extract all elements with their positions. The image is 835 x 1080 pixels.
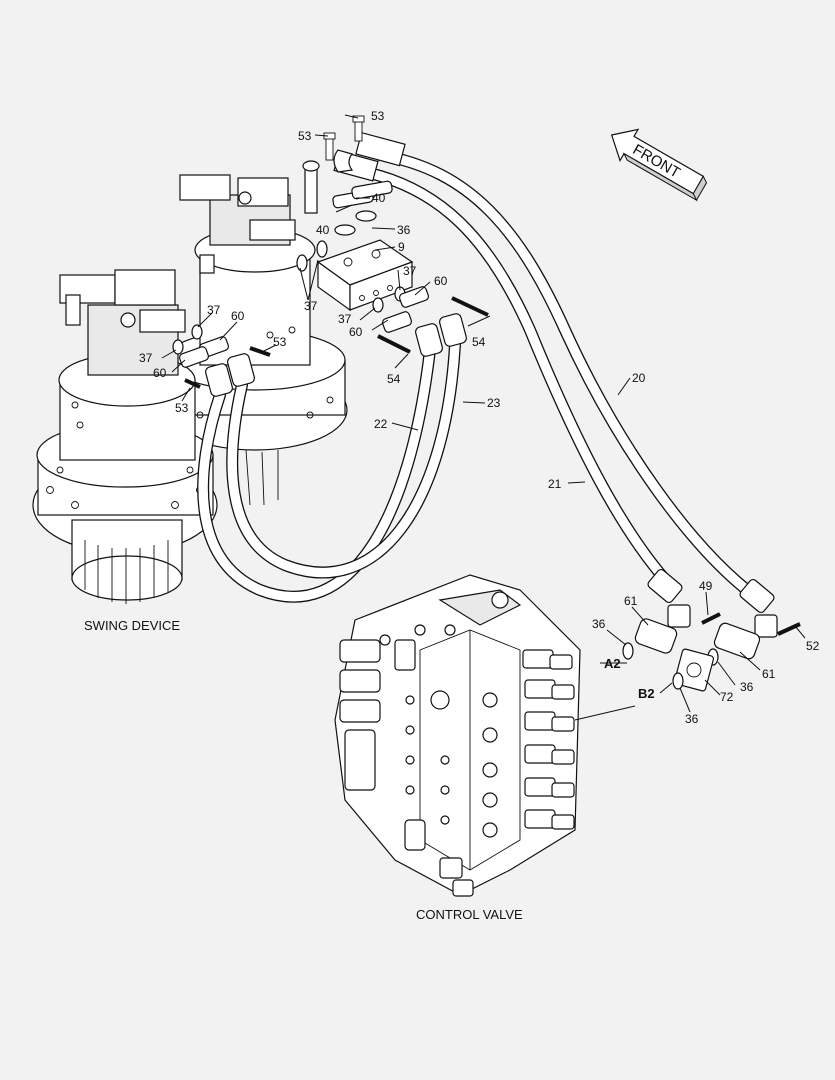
callout-36: 36 [592,617,606,631]
callout-60: 60 [349,325,363,339]
callout-53: 53 [371,109,385,123]
swing-motor-front [32,269,218,604]
callout-61: 61 [624,594,638,608]
callout-37: 37 [139,351,153,365]
callout-21: 21 [548,477,562,491]
callout-37: 37 [207,303,221,317]
leader-lines [161,114,806,721]
swing-device-caption: SWING DEVICE [84,618,180,633]
callout-54: 54 [387,372,401,386]
manifold-block-9 [316,239,414,312]
callout-60: 60 [434,274,448,288]
callout-36: 36 [397,223,411,237]
callout-36: 36 [685,712,699,726]
port-b2-label: B2 [638,686,655,701]
callout-54: 54 [472,335,486,349]
callout-9: 9 [398,240,405,254]
hose-23 [226,339,461,579]
front-direction-arrow: FRONT [610,128,708,202]
callout-52: 52 [806,639,820,653]
bolts [184,115,801,636]
hose-22 [197,344,436,603]
callout-labels: 53 53 40 40 36 9 37 37 37 37 37 60 60 60… [139,109,820,726]
control-valve-drawing [334,574,581,897]
port-a2-label: A2 [604,656,621,671]
callout-40: 40 [316,223,330,237]
flanges-and-orings [172,180,761,692]
hose-21 [349,164,676,591]
callout-37: 37 [338,312,352,326]
control-valve-caption: CONTROL VALVE [416,907,523,922]
callout-53: 53 [298,129,312,143]
callout-23: 23 [487,396,501,410]
callout-20: 20 [632,371,646,385]
hose-20 [374,149,766,606]
callout-37: 37 [304,299,318,313]
callout-40: 40 [372,191,386,205]
callout-72: 72 [720,690,734,704]
callout-60: 60 [153,366,167,380]
callout-61: 61 [762,667,776,681]
callout-22: 22 [374,417,388,431]
hose-fittings [205,131,778,638]
callout-49: 49 [699,579,713,593]
callout-60: 60 [231,309,245,323]
callout-53: 53 [175,401,189,415]
callout-36: 36 [740,680,754,694]
callout-37: 37 [403,264,417,278]
callout-53: 53 [273,335,287,349]
